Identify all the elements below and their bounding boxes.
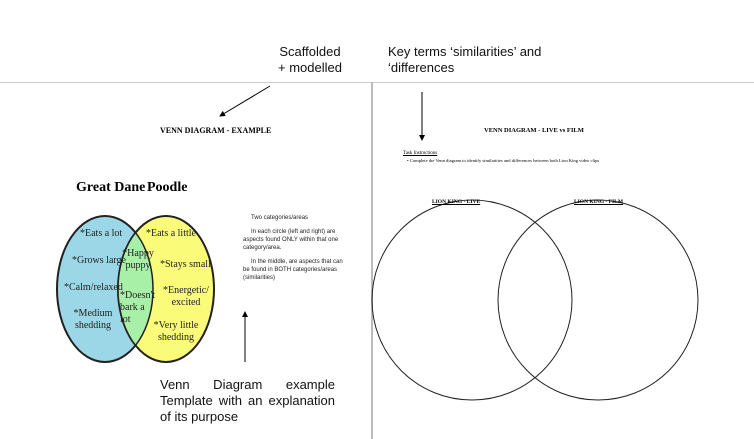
left-slide-title: VENN DIAGRAM - EXAMPLE <box>160 126 272 135</box>
explanation-text: Two categories/areas In each circle (lef… <box>243 214 343 282</box>
venn-item: *Eats a lot <box>80 228 123 239</box>
arrow-scaffolded <box>219 85 271 117</box>
venn-item: *Stays small <box>160 259 211 270</box>
label-film: LION KING - FILM <box>574 199 624 205</box>
annotation-template: Venn Diagram example Template with an ex… <box>160 377 335 424</box>
venn-item: *Medium shedding <box>73 308 113 331</box>
task-text: • Complete the Venn diagram to identify … <box>407 158 600 163</box>
right-slide-title: VENN DIAGRAM - LIVE vs FILM <box>484 127 584 134</box>
explanation-line: In each circle (left and right) are aspe… <box>243 229 339 251</box>
annotation-key-terms: Key terms ‘similarities’ and ‘difference… <box>388 44 542 75</box>
venn-circle-film <box>497 199 699 401</box>
annotation-scaffolded: Scaffolded + modelled <box>278 44 342 75</box>
venn-item: *Very little shedding <box>153 320 199 343</box>
venn-overlap <box>118 216 153 362</box>
venn-item: *Doesn't bark a lot <box>120 290 156 325</box>
explanation-line: Two categories/areas <box>251 215 309 221</box>
venn-item: *Calm/relaxed <box>64 282 123 293</box>
label-great-dane: Great Dane <box>76 180 146 195</box>
venn-item: *Grows large <box>72 255 126 266</box>
label-live: LION KING - LIVE <box>432 199 481 205</box>
venn-circle-live <box>371 199 573 401</box>
venn-item: *Energetic/ excited <box>163 285 209 308</box>
venn-item: *Happy puppy <box>122 248 154 271</box>
task-heading: Task Instructions <box>403 151 438 156</box>
slide-divider <box>371 82 373 439</box>
venn-item: *Eats a little <box>146 228 196 239</box>
task-text-content: Complete the Venn diagram to identify si… <box>409 158 600 163</box>
slide-top-border <box>0 82 754 83</box>
explanation-line: In the middle, are aspects that can be f… <box>243 259 343 281</box>
label-poodle: Poodle <box>147 180 188 195</box>
